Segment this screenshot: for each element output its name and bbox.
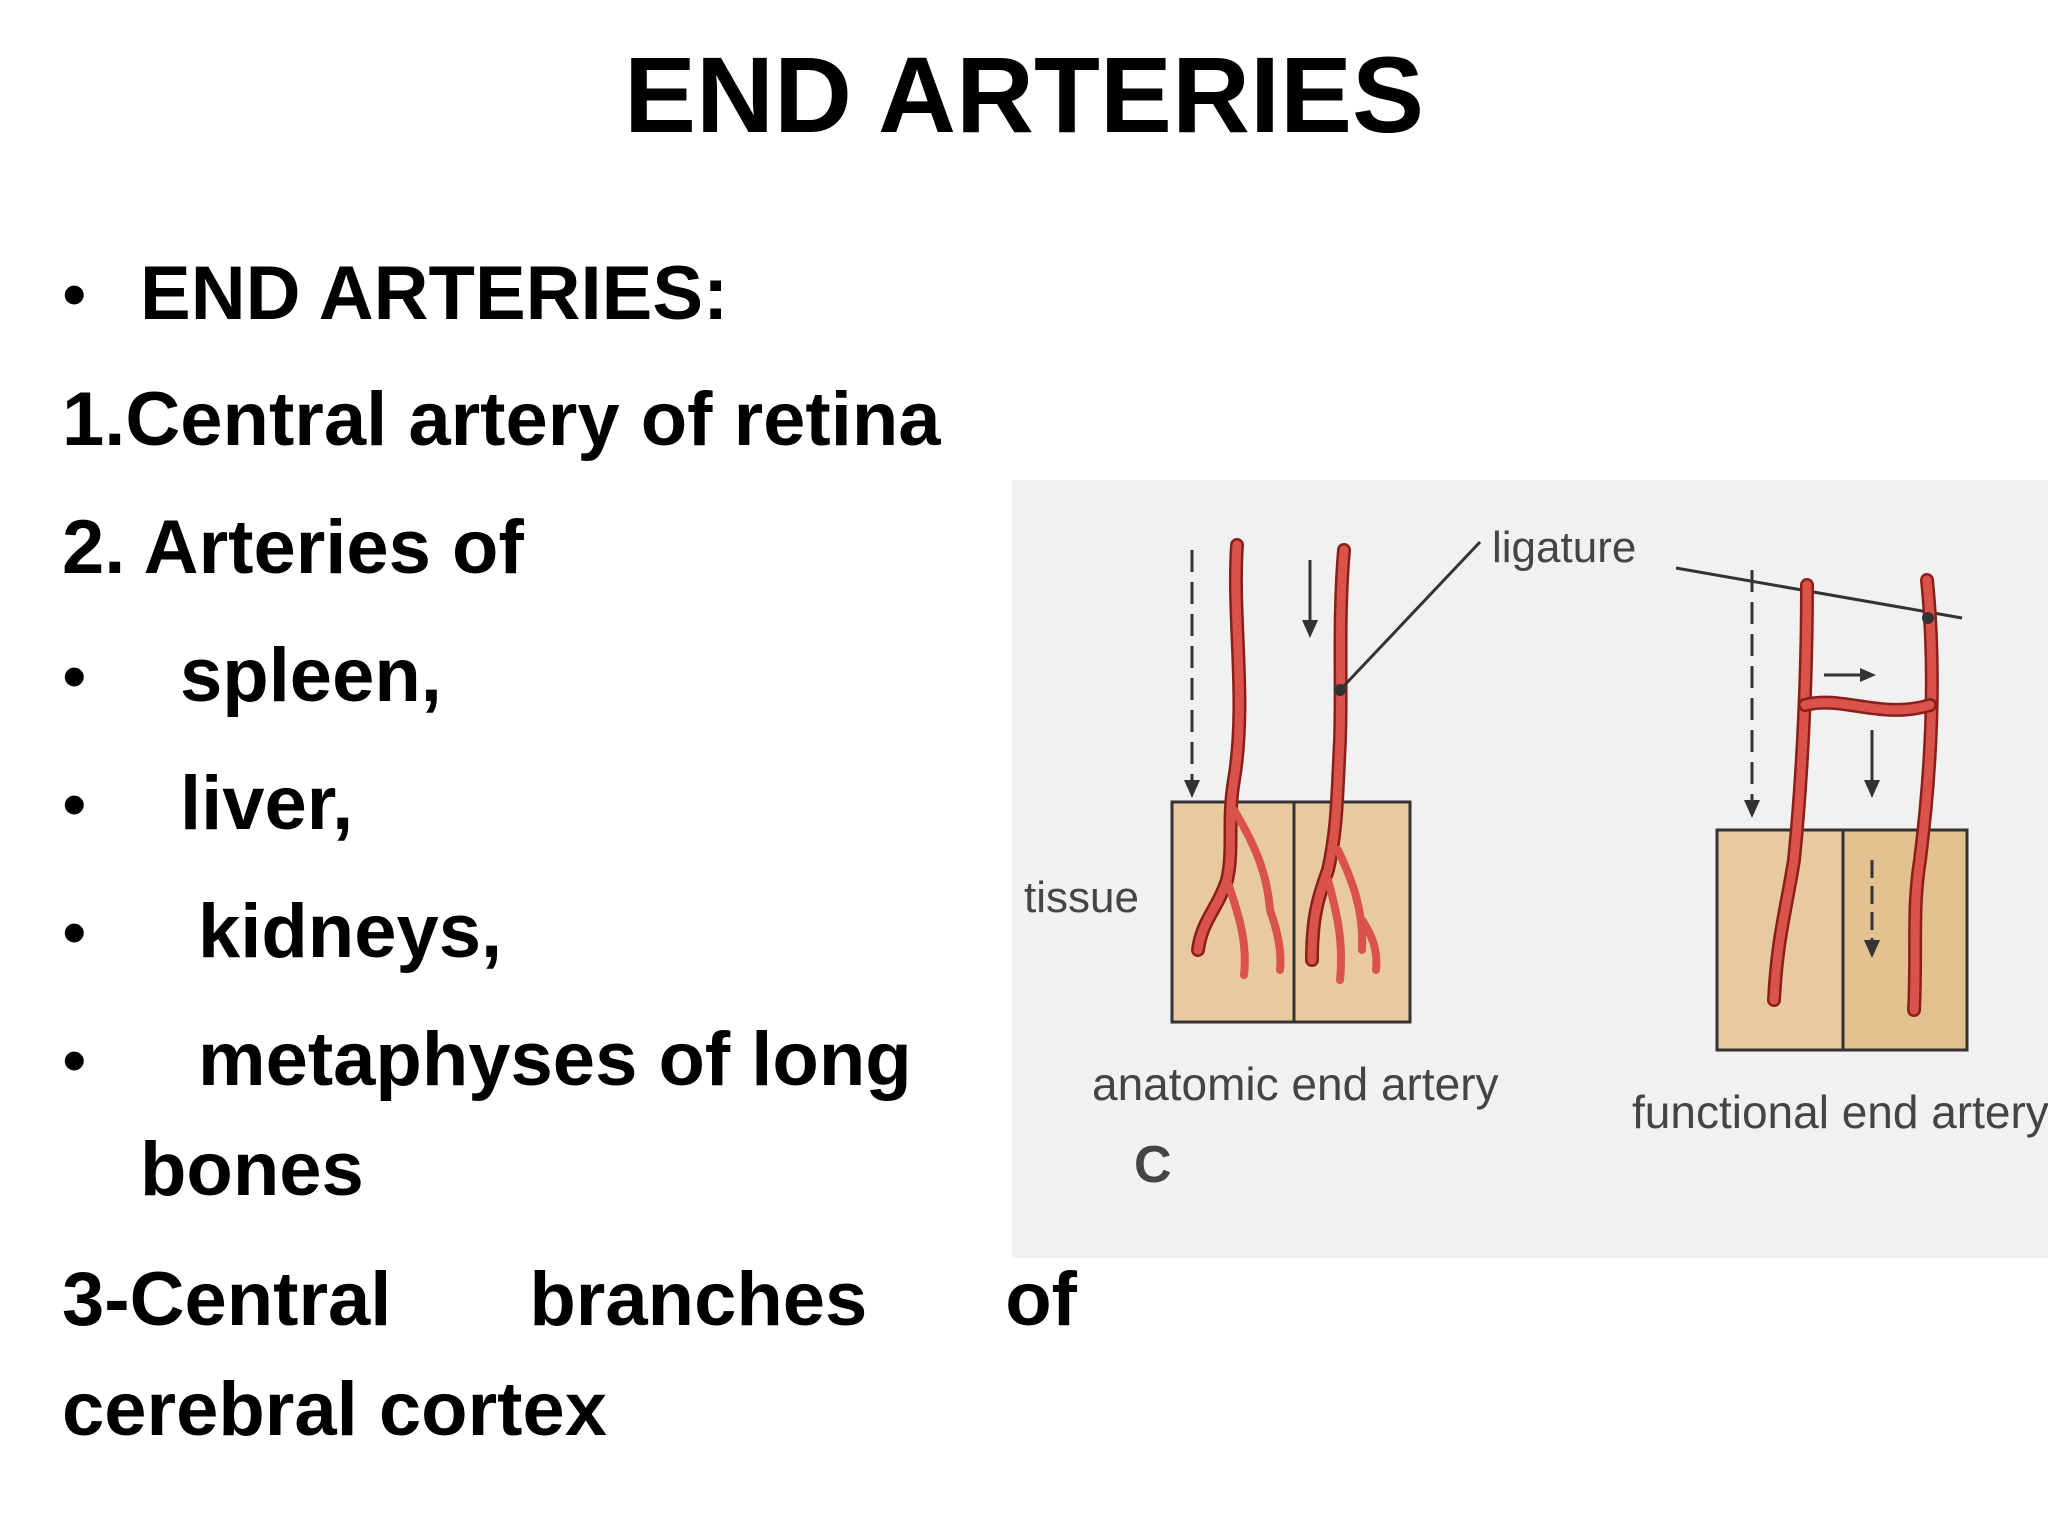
flow-arrowhead-left-2 (1302, 620, 1318, 638)
bullet-dot: • (62, 255, 87, 333)
bullet-dot: • (62, 1021, 87, 1099)
label-tissue: tissue (1024, 873, 1139, 922)
item-metaphyses-line1: metaphyses of long (198, 1017, 912, 1102)
flow-arrowhead-right-2 (1864, 780, 1880, 798)
ligature-mark-right (1922, 612, 1934, 624)
item-central-branches-line2: cerebral cortex (62, 1367, 607, 1452)
label-functional-end-artery: functional end artery (1632, 1086, 2048, 1138)
item-arteries-of: 2. Arteries of (62, 505, 524, 590)
flow-arrowhead-right-3 (1864, 940, 1880, 958)
bullet-dot: • (62, 765, 87, 843)
item-liver: liver, (180, 761, 354, 846)
tissue-block-right-b (1841, 828, 1969, 1052)
artery-left-1 (1193, 540, 1244, 955)
word-of: of (1005, 1257, 1077, 1342)
label-panel-c: C (1134, 1136, 1172, 1194)
artery-left-1-branches (1223, 806, 1285, 979)
bullet-dot: • (62, 637, 87, 715)
artery-left-2-branches (1324, 846, 1381, 984)
item-metaphyses-line2: bones (140, 1127, 364, 1212)
ligature-pointer-right (1675, 566, 1963, 620)
flow-arrowhead-left-1 (1184, 780, 1200, 798)
slide-title: END ARTERIES (623, 34, 1425, 155)
label-ligature: ligature (1492, 523, 1636, 572)
anastomosis (1800, 698, 1935, 715)
bullet-dot: • (62, 893, 87, 971)
end-artery-diagram: ligature tissue anatomic end artery func… (1012, 480, 2048, 1258)
artery-right-1 (1769, 580, 1812, 1005)
item-central-branches-line1: 3-Central branches of (62, 1254, 1077, 1346)
artery-left-2 (1307, 545, 1349, 965)
diagram-svg: ligature tissue anatomic end artery func… (1012, 480, 2048, 1258)
item-kidneys: kidneys, (198, 889, 503, 974)
item-spleen: spleen, (180, 633, 442, 718)
item-central-artery-retina: 1.Central artery of retina (62, 377, 941, 462)
word-branches: branches (529, 1257, 868, 1342)
label-anatomic-end-artery: anatomic end artery (1092, 1058, 1499, 1110)
flow-arrowhead-horizontal (1860, 668, 1876, 682)
ligature-pointer-left (1338, 540, 1482, 692)
heading-end-arteries: END ARTERIES: (140, 251, 729, 336)
artery-right-2 (1909, 575, 1937, 1015)
flow-arrowhead-right-1 (1744, 800, 1760, 818)
word-central: 3-Central (62, 1257, 392, 1342)
